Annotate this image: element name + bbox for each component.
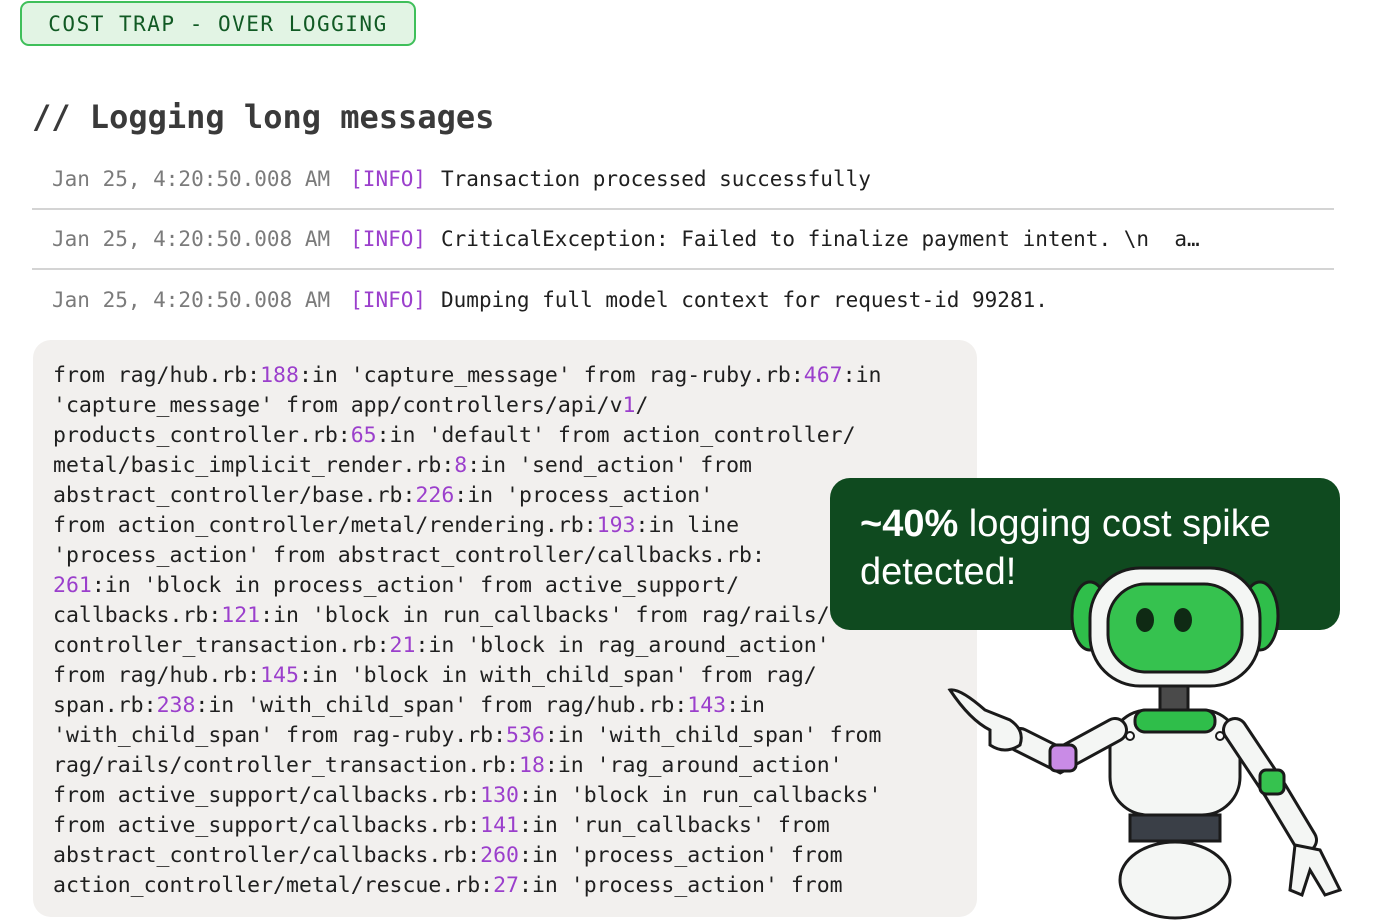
callout-highlight: ~40% — [860, 503, 959, 545]
stack-trace-line: 'process_action' from abstract_controlle… — [53, 543, 765, 568]
stack-trace-line: from active_support/callbacks.rb:130:in … — [53, 783, 882, 808]
log-row[interactable]: Jan 25, 4:20:50.008 AM [INFO] Transactio… — [32, 150, 1334, 210]
stack-trace-panel: from rag/hub.rb:188:in 'capture_message'… — [33, 340, 977, 917]
log-row[interactable]: Jan 25, 4:20:50.008 AM [INFO] CriticalEx… — [32, 210, 1334, 270]
stack-trace-line: controller_transaction.rb:21:in 'block i… — [53, 633, 830, 658]
log-level: [INFO] — [350, 288, 427, 312]
stack-trace-line: from rag/hub.rb:188:in 'capture_message'… — [53, 363, 882, 388]
stack-trace-line: 261:in 'block in process_action' from ac… — [53, 573, 740, 598]
log-timestamp: Jan 25, 4:20:50.008 AM — [52, 227, 331, 251]
log-message: Dumping full model context for request-i… — [441, 288, 1048, 312]
stack-trace-line: abstract_controller/base.rb:226:in 'proc… — [53, 483, 714, 508]
stack-trace-line: span.rb:238:in 'with_child_span' from ra… — [53, 693, 765, 718]
stack-trace-line: 'capture_message' from app/controllers/a… — [53, 393, 649, 418]
cost-trap-badge: COST TRAP - OVER LOGGING — [20, 1, 416, 46]
log-timestamp: Jan 25, 4:20:50.008 AM — [52, 288, 331, 312]
log-timestamp: Jan 25, 4:20:50.008 AM — [52, 167, 331, 191]
stack-trace-line: 'with_child_span' from rag-ruby.rb:536:i… — [53, 723, 882, 748]
log-row[interactable]: Jan 25, 4:20:50.008 AM [INFO] Dumping fu… — [32, 270, 1334, 330]
log-message: CriticalException: Failed to finalize pa… — [441, 227, 1200, 251]
stack-trace-line: metal/basic_implicit_render.rb:8:in 'sen… — [53, 453, 753, 478]
log-list: Jan 25, 4:20:50.008 AM [INFO] Transactio… — [32, 150, 1334, 330]
robot-mascot-illustration — [947, 566, 1343, 920]
stack-trace-line: from active_support/callbacks.rb:141:in … — [53, 813, 830, 838]
stack-trace-line: action_controller/metal/rescue.rb:27:in … — [53, 873, 843, 898]
log-level: [INFO] — [350, 167, 427, 191]
section-heading: // Logging long messages — [32, 98, 495, 136]
stack-trace-line: from action_controller/metal/rendering.r… — [53, 513, 740, 538]
stack-trace-line: products_controller.rb:65:in 'default' f… — [53, 423, 856, 448]
stack-trace-line: from rag/hub.rb:145:in 'block in with_ch… — [53, 663, 817, 688]
callout-text: logging cost spike detected! — [860, 503, 1271, 593]
log-level: [INFO] — [350, 227, 427, 251]
stack-trace-line: rag/rails/controller_transaction.rb:18:i… — [53, 753, 843, 778]
stack-trace-line: callbacks.rb:121:in 'block in run_callba… — [53, 603, 830, 628]
stack-trace-line: abstract_controller/callbacks.rb:260:in … — [53, 843, 843, 868]
log-message: Transaction processed successfully — [441, 167, 871, 191]
